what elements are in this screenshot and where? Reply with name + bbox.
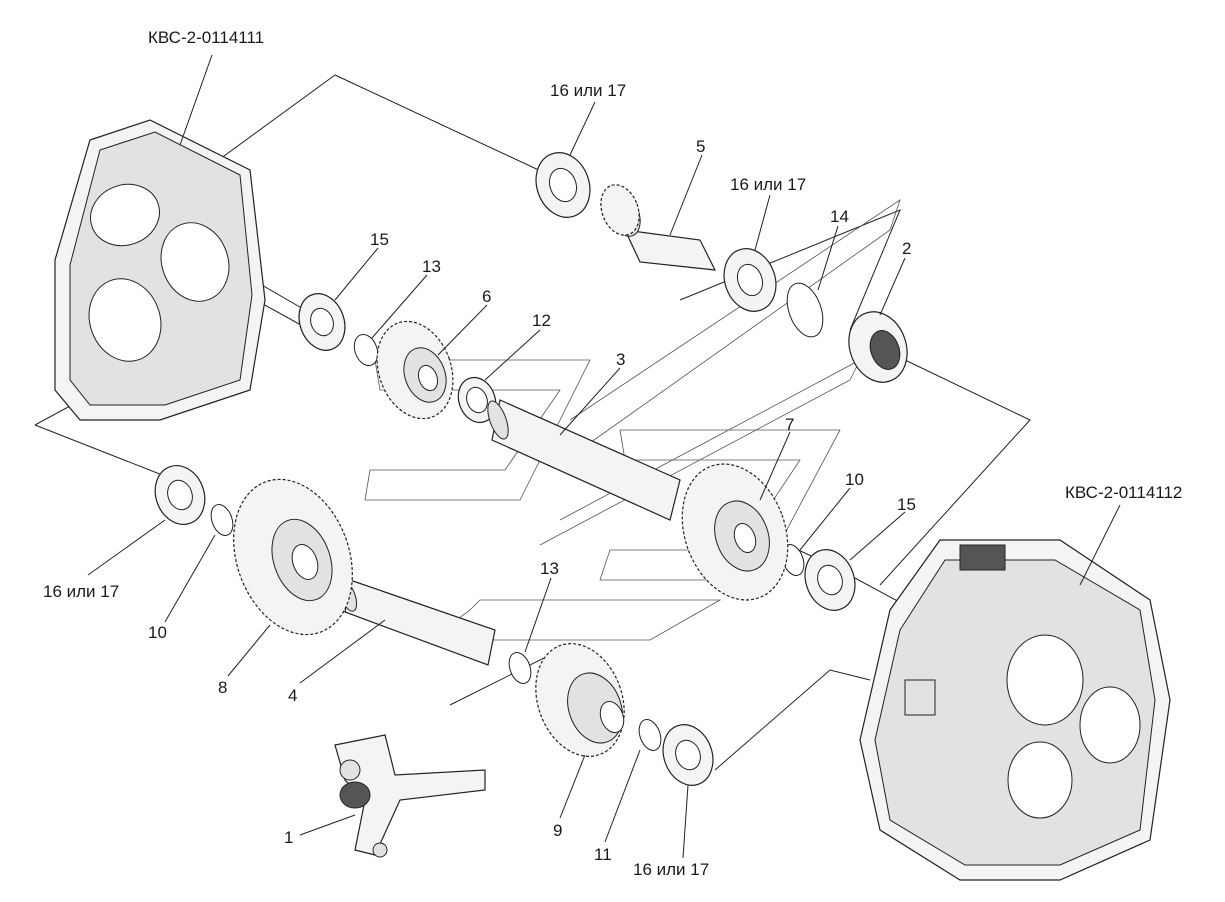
label-p15-right: 15 (897, 495, 916, 514)
label-p14: 14 (830, 207, 849, 226)
part-labels: КВС-2-0114111 16 или 17 5 16 или 17 14 2… (43, 28, 1182, 879)
shift-fork (334, 734, 486, 858)
label-p7: 7 (785, 415, 794, 434)
label-p10-left: 10 (148, 623, 167, 642)
right-housing (859, 539, 1171, 881)
bearing-bottom (662, 724, 714, 786)
bearing-2 (848, 311, 908, 383)
label-p16-left: 16 или 17 (43, 582, 119, 601)
label-p4: 4 (288, 686, 297, 705)
label-pointers (87, 54, 1121, 859)
bearing-mid (723, 248, 777, 312)
label-p11: 11 (594, 845, 612, 864)
bearing-15-right (804, 549, 856, 611)
shaft-4 (338, 579, 496, 666)
gear-5 (600, 184, 640, 236)
label-p16-mid: 16 или 17 (730, 175, 806, 194)
label-p13-bottom: 13 (540, 559, 559, 578)
label-p2: 2 (902, 239, 911, 258)
label-p13-top: 13 (422, 257, 441, 276)
label-p16-top: 16 или 17 (550, 81, 626, 100)
label-p6: 6 (482, 287, 491, 306)
bearing-left (154, 465, 206, 525)
gear-7 (681, 463, 789, 601)
label-p9: 9 (553, 821, 562, 840)
label-p16-bottom: 16 или 17 (633, 860, 709, 879)
label-p8: 8 (218, 678, 227, 697)
label-p12: 12 (532, 311, 551, 330)
gear-6 (376, 320, 454, 420)
snap-rings (210, 282, 824, 751)
label-p15-top: 15 (370, 230, 389, 249)
label-assembly-left: КВС-2-0114111 (148, 28, 264, 47)
label-p1: 1 (284, 828, 293, 847)
label-p5: 5 (696, 137, 705, 156)
gear-8 (233, 478, 353, 636)
label-p3: 3 (616, 350, 625, 369)
shaft-3 (487, 399, 681, 521)
left-housing-cover (54, 119, 266, 421)
bearing-15-top (298, 293, 346, 351)
label-assembly-right: КВС-2-0114112 (1065, 483, 1182, 502)
gear-9 (535, 643, 625, 757)
label-p10-right: 10 (845, 470, 864, 489)
bearing-top (535, 152, 591, 218)
